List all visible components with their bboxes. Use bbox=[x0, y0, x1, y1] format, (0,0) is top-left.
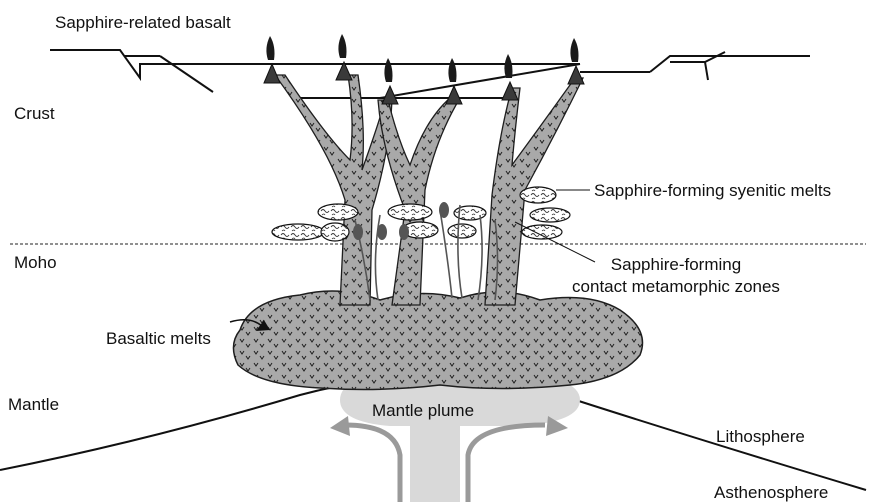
label-asthenosphere: Asthenosphere bbox=[714, 484, 828, 501]
label-mantle: Mantle bbox=[8, 396, 59, 413]
surface-profile bbox=[50, 50, 810, 98]
label-basaltic-melts: Basaltic melts bbox=[106, 330, 211, 347]
mantle-plume bbox=[330, 374, 580, 502]
label-contact-zones-line2: contact metamorphic zones bbox=[572, 276, 780, 298]
eruption-plumes bbox=[266, 34, 578, 82]
label-contact-metamorphic-zones: Sapphire-forming contact metamorphic zon… bbox=[572, 254, 780, 298]
label-syenitic-melts: Sapphire-forming syenitic melts bbox=[594, 182, 831, 199]
label-sapphire-related-basalt: Sapphire-related basalt bbox=[55, 14, 231, 31]
basaltic-melt-chamber bbox=[233, 291, 642, 389]
label-mantle-plume: Mantle plume bbox=[372, 402, 474, 419]
label-contact-zones-line1: Sapphire-forming bbox=[572, 254, 780, 276]
label-lithosphere: Lithosphere bbox=[716, 428, 805, 445]
label-moho: Moho bbox=[14, 254, 57, 271]
label-crust: Crust bbox=[14, 105, 55, 122]
